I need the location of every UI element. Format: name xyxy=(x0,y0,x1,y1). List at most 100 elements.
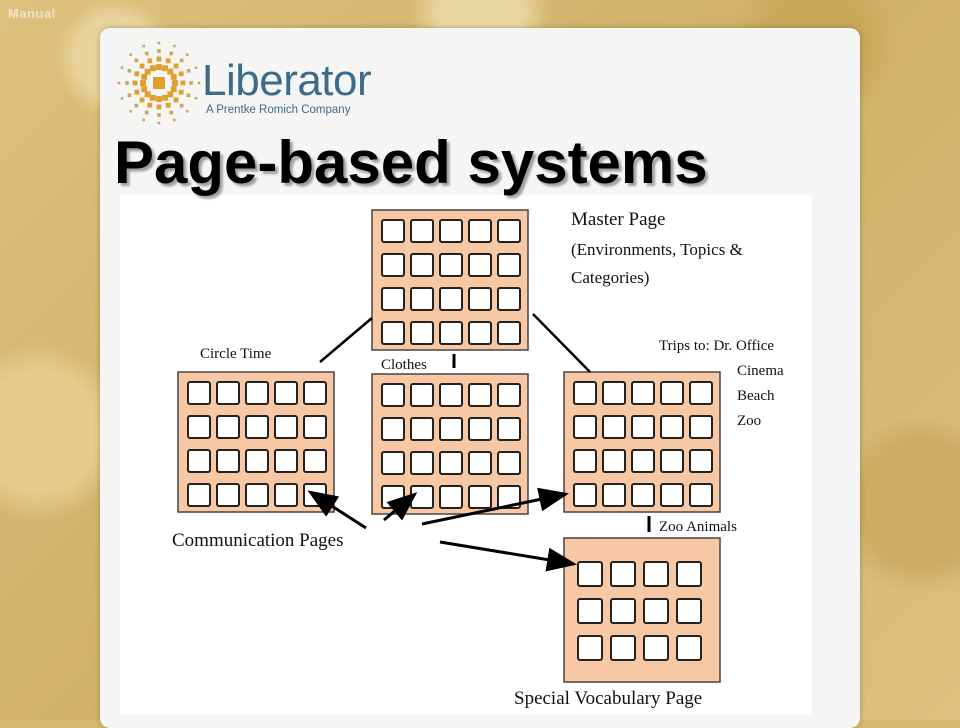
grid-cell xyxy=(468,219,492,243)
grid-cell xyxy=(660,449,684,473)
trips-page xyxy=(563,371,721,513)
grid-cell xyxy=(631,483,655,507)
grid-cell xyxy=(439,287,463,311)
liberator-logo-mark xyxy=(117,41,201,125)
grid-cell xyxy=(245,381,269,405)
grid-cell xyxy=(439,485,463,509)
slide-title: Page-based systems xyxy=(114,129,708,196)
clothes-label: Clothes xyxy=(381,357,427,373)
grid-cell xyxy=(468,383,492,407)
grid-cell xyxy=(216,483,240,507)
special-vocabulary-label: Special Vocabulary Page xyxy=(514,688,703,709)
logo-wordmark: Liberator xyxy=(202,56,372,105)
connector-master-trips xyxy=(532,313,591,373)
grid-cell xyxy=(689,381,713,405)
grid-cell xyxy=(439,451,463,475)
grid-cell xyxy=(577,635,603,661)
trips-item-beach: Beach xyxy=(737,388,775,404)
logo-tagline: A Prentke Romich Company xyxy=(206,104,351,116)
grid-cell xyxy=(468,321,492,345)
clothes-page xyxy=(371,373,529,515)
circle-time-page xyxy=(177,371,335,513)
grid-cell xyxy=(602,415,626,439)
grid-cell xyxy=(468,485,492,509)
grid-cell xyxy=(660,415,684,439)
grid-cell xyxy=(216,415,240,439)
grid-cell xyxy=(303,449,327,473)
watermark-label: Manual xyxy=(8,6,56,21)
grid-cell xyxy=(631,415,655,439)
grid-cell xyxy=(497,253,521,277)
grid-cell xyxy=(216,381,240,405)
grid-cell xyxy=(676,561,702,587)
grid-cell xyxy=(410,253,434,277)
grid-cell xyxy=(602,449,626,473)
grid-cell xyxy=(602,381,626,405)
grid-cell xyxy=(497,219,521,243)
grid-cell xyxy=(643,561,669,587)
grid-cell xyxy=(410,219,434,243)
grid-cell xyxy=(573,483,597,507)
grid-cell xyxy=(274,381,298,405)
grid-cell xyxy=(610,635,636,661)
grid-cell xyxy=(660,483,684,507)
grid-cell xyxy=(187,483,211,507)
grid-cell xyxy=(468,253,492,277)
grid-cell xyxy=(245,483,269,507)
grid-cell xyxy=(676,598,702,624)
grid-cell xyxy=(439,417,463,441)
grid-cell xyxy=(577,598,603,624)
master-page-subtitle: (Environments, Topics & xyxy=(571,240,743,259)
trips-item-zoo: Zoo xyxy=(737,413,762,429)
grid-cell xyxy=(497,287,521,311)
grid-cell xyxy=(660,381,684,405)
grid-cell xyxy=(381,253,405,277)
zoo-animals-label: Zoo Animals xyxy=(659,519,737,535)
grid-cell xyxy=(381,287,405,311)
grid-cell xyxy=(439,321,463,345)
grid-cell xyxy=(381,321,405,345)
master-page xyxy=(371,209,529,351)
grid-cell xyxy=(439,383,463,407)
arrow-to-clothes xyxy=(383,492,418,522)
grid-cell xyxy=(497,451,521,475)
grid-cell xyxy=(187,415,211,439)
trips-label: Trips to: Dr. Office xyxy=(659,338,775,354)
circle-time-label: Circle Time xyxy=(200,346,272,362)
grid-cell xyxy=(468,417,492,441)
grid-cell xyxy=(381,417,405,441)
grid-cell xyxy=(410,417,434,441)
grid-cell xyxy=(497,383,521,407)
grid-cell xyxy=(274,415,298,439)
grid-cell xyxy=(689,449,713,473)
grid-cell xyxy=(303,381,327,405)
special-vocabulary-page xyxy=(563,537,721,683)
grid-cell xyxy=(381,383,405,407)
grid-cell xyxy=(497,485,521,509)
grid-cell xyxy=(410,383,434,407)
grid-cell xyxy=(573,381,597,405)
grid-cell xyxy=(689,415,713,439)
grid-cell xyxy=(468,287,492,311)
grid-cell xyxy=(410,287,434,311)
master-page-title: Master Page xyxy=(571,209,666,230)
grid-cell xyxy=(187,449,211,473)
grid-cell xyxy=(303,415,327,439)
grid-cell xyxy=(381,451,405,475)
grid-cell xyxy=(631,381,655,405)
grid-cell xyxy=(610,561,636,587)
grid-cell xyxy=(410,485,434,509)
master-page-subtitle-2: Categories) xyxy=(571,268,650,287)
grid-cell xyxy=(274,449,298,473)
communication-pages-label: Communication Pages xyxy=(172,530,344,551)
grid-cell xyxy=(497,417,521,441)
grid-cell xyxy=(676,635,702,661)
grid-cell xyxy=(631,449,655,473)
grid-cell xyxy=(274,483,298,507)
grid-cell xyxy=(245,415,269,439)
grid-cell xyxy=(689,483,713,507)
arrow-to-special-page xyxy=(439,540,577,572)
connector-master-circle xyxy=(319,317,373,363)
arrow-to-circle-time xyxy=(307,490,367,530)
